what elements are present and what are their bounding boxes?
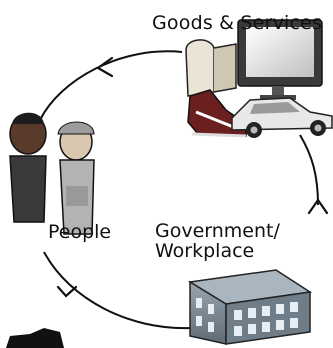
government-label-line-2: Workplace (155, 239, 255, 262)
arrowhead-left (56, 285, 78, 298)
government-label-line-1: Government/ (155, 220, 280, 242)
goods-services-icon (185, 19, 333, 138)
government-building-icon (187, 269, 313, 345)
corner-fragment-icon (6, 328, 64, 348)
goods-services-label: Goods & Services (152, 12, 323, 34)
arc-people-to-government (43, 251, 191, 330)
arc-goods-to-people (39, 50, 183, 121)
people-icon (9, 112, 95, 235)
arrowhead-top (95, 56, 114, 78)
government-workplace-label: Government/ Workplace (155, 220, 280, 262)
cycle-arrows (39, 50, 319, 330)
people-label: People (48, 221, 112, 243)
arrowhead-right (307, 198, 329, 215)
arc-government-to-goods (299, 134, 319, 206)
arrowheads (56, 56, 329, 298)
